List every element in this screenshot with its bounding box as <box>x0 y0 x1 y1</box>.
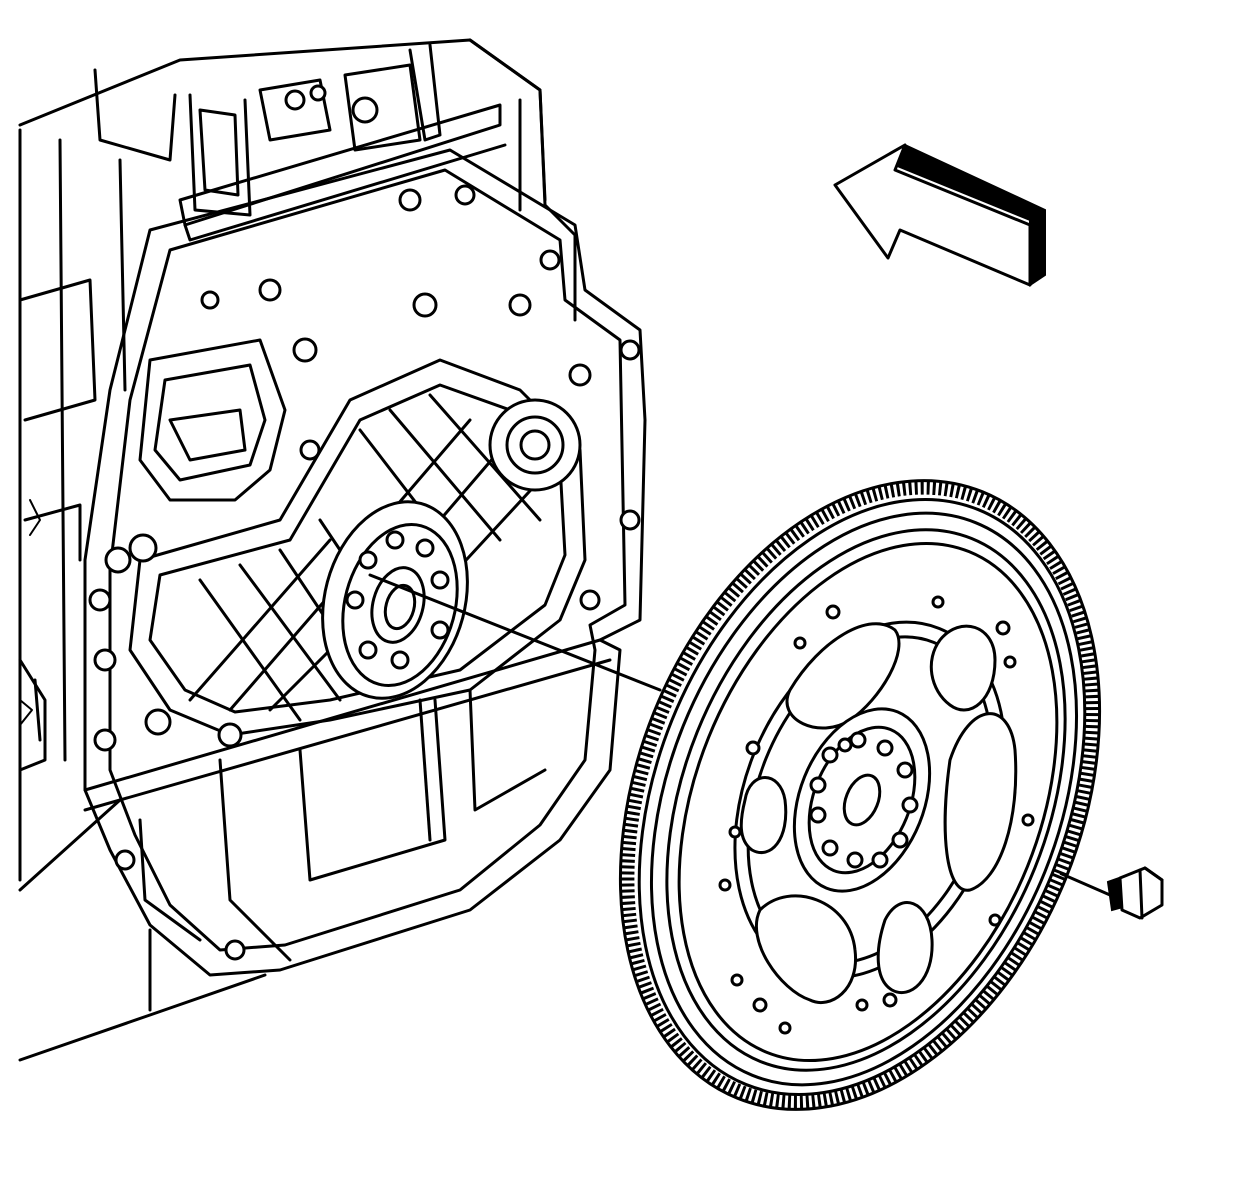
flywheel <box>618 479 1102 1111</box>
crankshaft-rear-seal <box>321 500 469 700</box>
flywheel-bolt <box>1106 866 1164 920</box>
alignment-line-seal <box>368 573 662 692</box>
view-direction-arrow <box>833 143 1046 287</box>
engine-block <box>18 38 647 1062</box>
